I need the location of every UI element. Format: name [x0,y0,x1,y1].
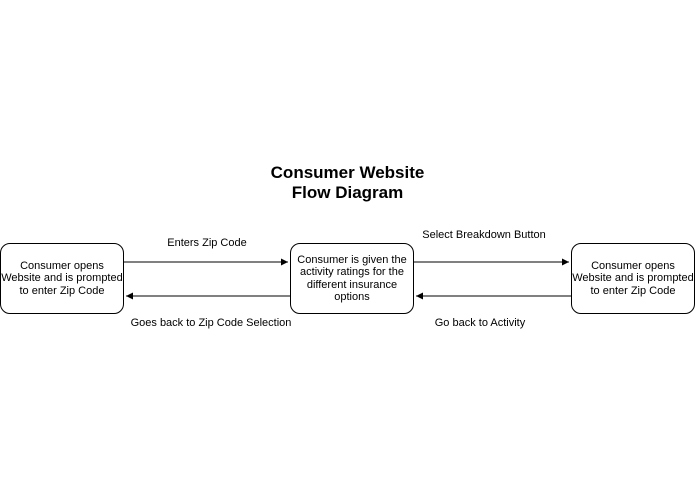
edge-label-enters-zip-code: Enters Zip Code [167,237,247,249]
edge-label-goes-back-to-zip: Goes back to Zip Code Selection [130,317,292,329]
node-text-line: Consumer opens [20,259,104,272]
node-text-line: activity ratings for the [300,266,404,278]
node-open-website-left: Consumer opens Website and is prompted t… [0,243,124,314]
node-text-line: Consumer is given the [297,253,407,266]
node-text-line: Consumer opens [591,259,675,272]
node-text-line: to enter Zip Code [19,284,105,297]
node-text-line: Website and is prompted [572,272,694,285]
node-text-line: Website and is prompted [1,272,123,285]
edge-label-go-back-to-activity: Go back to Activity [434,317,526,329]
diagram-title-line-1: Consumer Website [270,163,425,182]
node-text-line: to enter Zip Code [590,284,676,297]
node-activity-ratings: Consumer is given the activity ratings f… [290,243,414,314]
diagram-title: Consumer Website Flow Diagram [0,163,695,203]
node-text-line: options [334,291,370,303]
node-text-line: different insurance [306,278,398,291]
node-open-website-right: Consumer opens Website and is prompted t… [571,243,695,314]
diagram-title-line-2: Flow Diagram [291,183,404,202]
edge-label-select-breakdown: Select Breakdown Button [422,229,546,241]
